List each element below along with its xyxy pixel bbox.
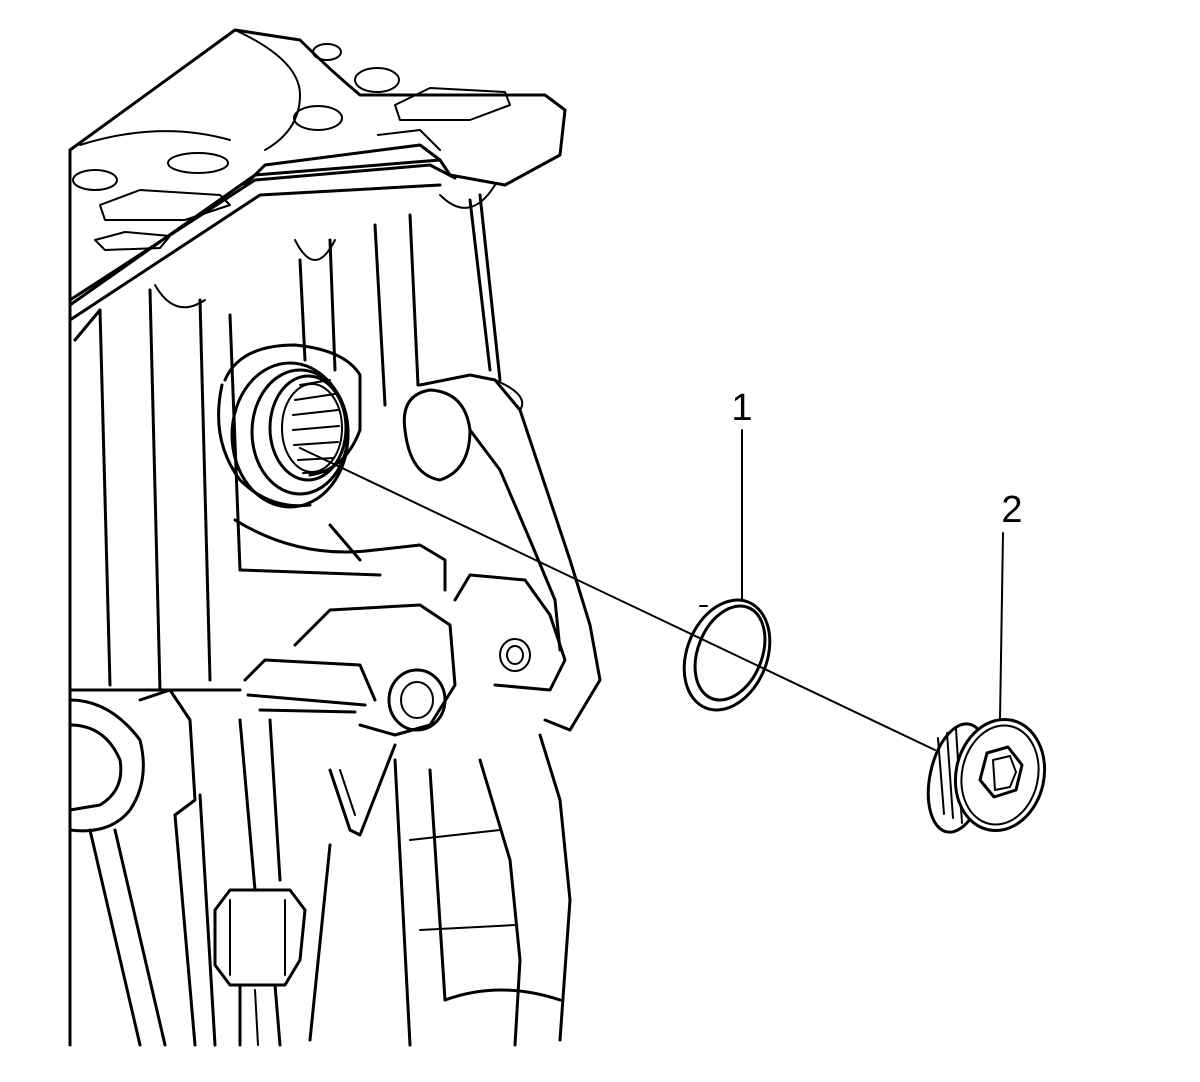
engine-block xyxy=(68,28,602,1047)
seal-ring xyxy=(682,598,772,712)
hex-plug xyxy=(926,717,1047,834)
assembly-axis-line xyxy=(299,447,936,751)
callout-2-label: 2 xyxy=(1001,489,1022,531)
callout-1-label: 1 xyxy=(731,387,752,429)
callout-2-leader xyxy=(999,532,1004,721)
